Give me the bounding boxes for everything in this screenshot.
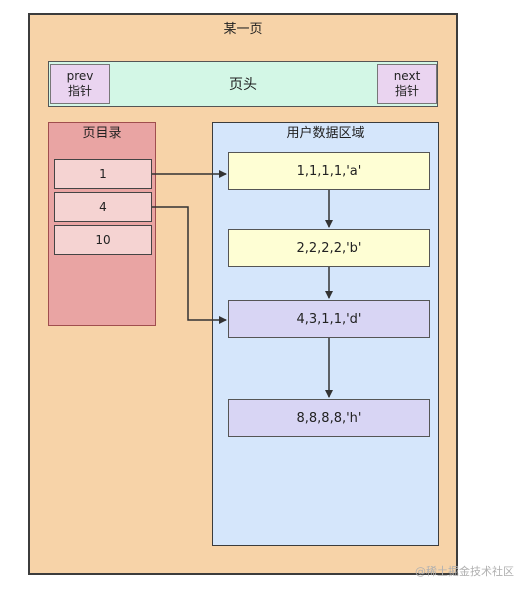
page-directory-title: 页目录: [82, 126, 122, 141]
prev-pointer-line1: prev: [66, 69, 94, 83]
record-node: 8,8,8,8,'h': [228, 399, 430, 437]
record-node: 2,2,2,2,'b': [228, 229, 430, 267]
watermark: @稀土掘金技术社区: [415, 565, 514, 578]
next-pointer-box: next 指针: [377, 64, 437, 104]
page-header: [48, 61, 438, 107]
arrow-slot4-to-record3: [152, 206, 227, 324]
user-data-area-title: 用户数据区域: [286, 126, 365, 141]
directory-slot: 10: [54, 225, 152, 255]
directory-slot: 4: [54, 192, 152, 222]
directory-slot: 1: [54, 159, 152, 189]
record-node: 1,1,1,1,'a': [228, 152, 430, 190]
next-pointer-line1: next: [393, 69, 421, 83]
prev-pointer-box: prev 指针: [50, 64, 110, 104]
page-header-label: 页头: [229, 77, 257, 93]
next-pointer-line2: 指针: [394, 84, 419, 98]
page-title: 某一页: [223, 21, 263, 37]
page-directory: [48, 122, 156, 326]
prev-pointer-line2: 指针: [67, 84, 92, 98]
record-node: 4,3,1,1,'d': [228, 300, 430, 338]
